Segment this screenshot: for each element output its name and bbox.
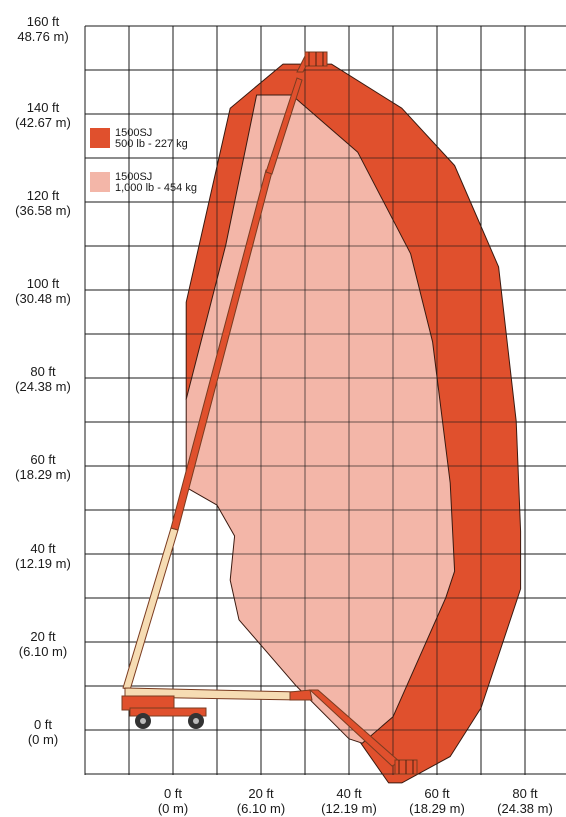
x-tick-label: 40 ft(12.19 m) (321, 786, 377, 816)
boom-horizontal-tip (289, 689, 313, 701)
machine-illustration (121, 51, 418, 775)
legend-item-1000lb: 1500SJ 1,000 lb - 454 kg (90, 172, 210, 194)
y-tick-label: 140 ft(42.67 m) (15, 99, 71, 130)
main-boom-lower-section (122, 527, 179, 691)
grid-overlay (84, 25, 566, 775)
y-tick-label: 120 ft(36.58 m) (15, 187, 71, 218)
legend-swatch-500lb (90, 128, 110, 148)
y-tick-label: 100 ft(30.48 m) (15, 276, 71, 306)
legend-label-500lb: 1500SJ 500 lb - 227 kg (115, 127, 188, 150)
y-tick-label: 0 ft(0 m) (27, 717, 59, 747)
x-tick-label: 0 ft(0 m) (157, 786, 189, 816)
y-tick-label: 60 ft(18.29 m) (15, 452, 71, 483)
legend-label-1000lb: 1500SJ 1,000 lb - 454 kg (115, 171, 197, 194)
main-boom-tip-section (265, 77, 303, 175)
x-tick-label: 80 ft(24.38 m) (497, 786, 553, 816)
y-tick-label: 80 ft(24.38 m) (15, 364, 71, 395)
y-tick-label: 40 ft(12.19 m) (15, 540, 71, 571)
legend-swatch-1000lb (90, 172, 110, 192)
x-tick-label: 60 ft(18.29 m) (409, 786, 465, 816)
envelopes (185, 63, 522, 784)
chassis (129, 707, 207, 717)
x-tick-label: 20 ft(6.10 m) (236, 786, 286, 816)
y-tick-label: 20 ft(6.10 m) (18, 628, 68, 659)
envelope-1000lb (185, 94, 456, 744)
legend-item-500lb: 1500SJ 500 lb - 227 kg (90, 128, 210, 150)
